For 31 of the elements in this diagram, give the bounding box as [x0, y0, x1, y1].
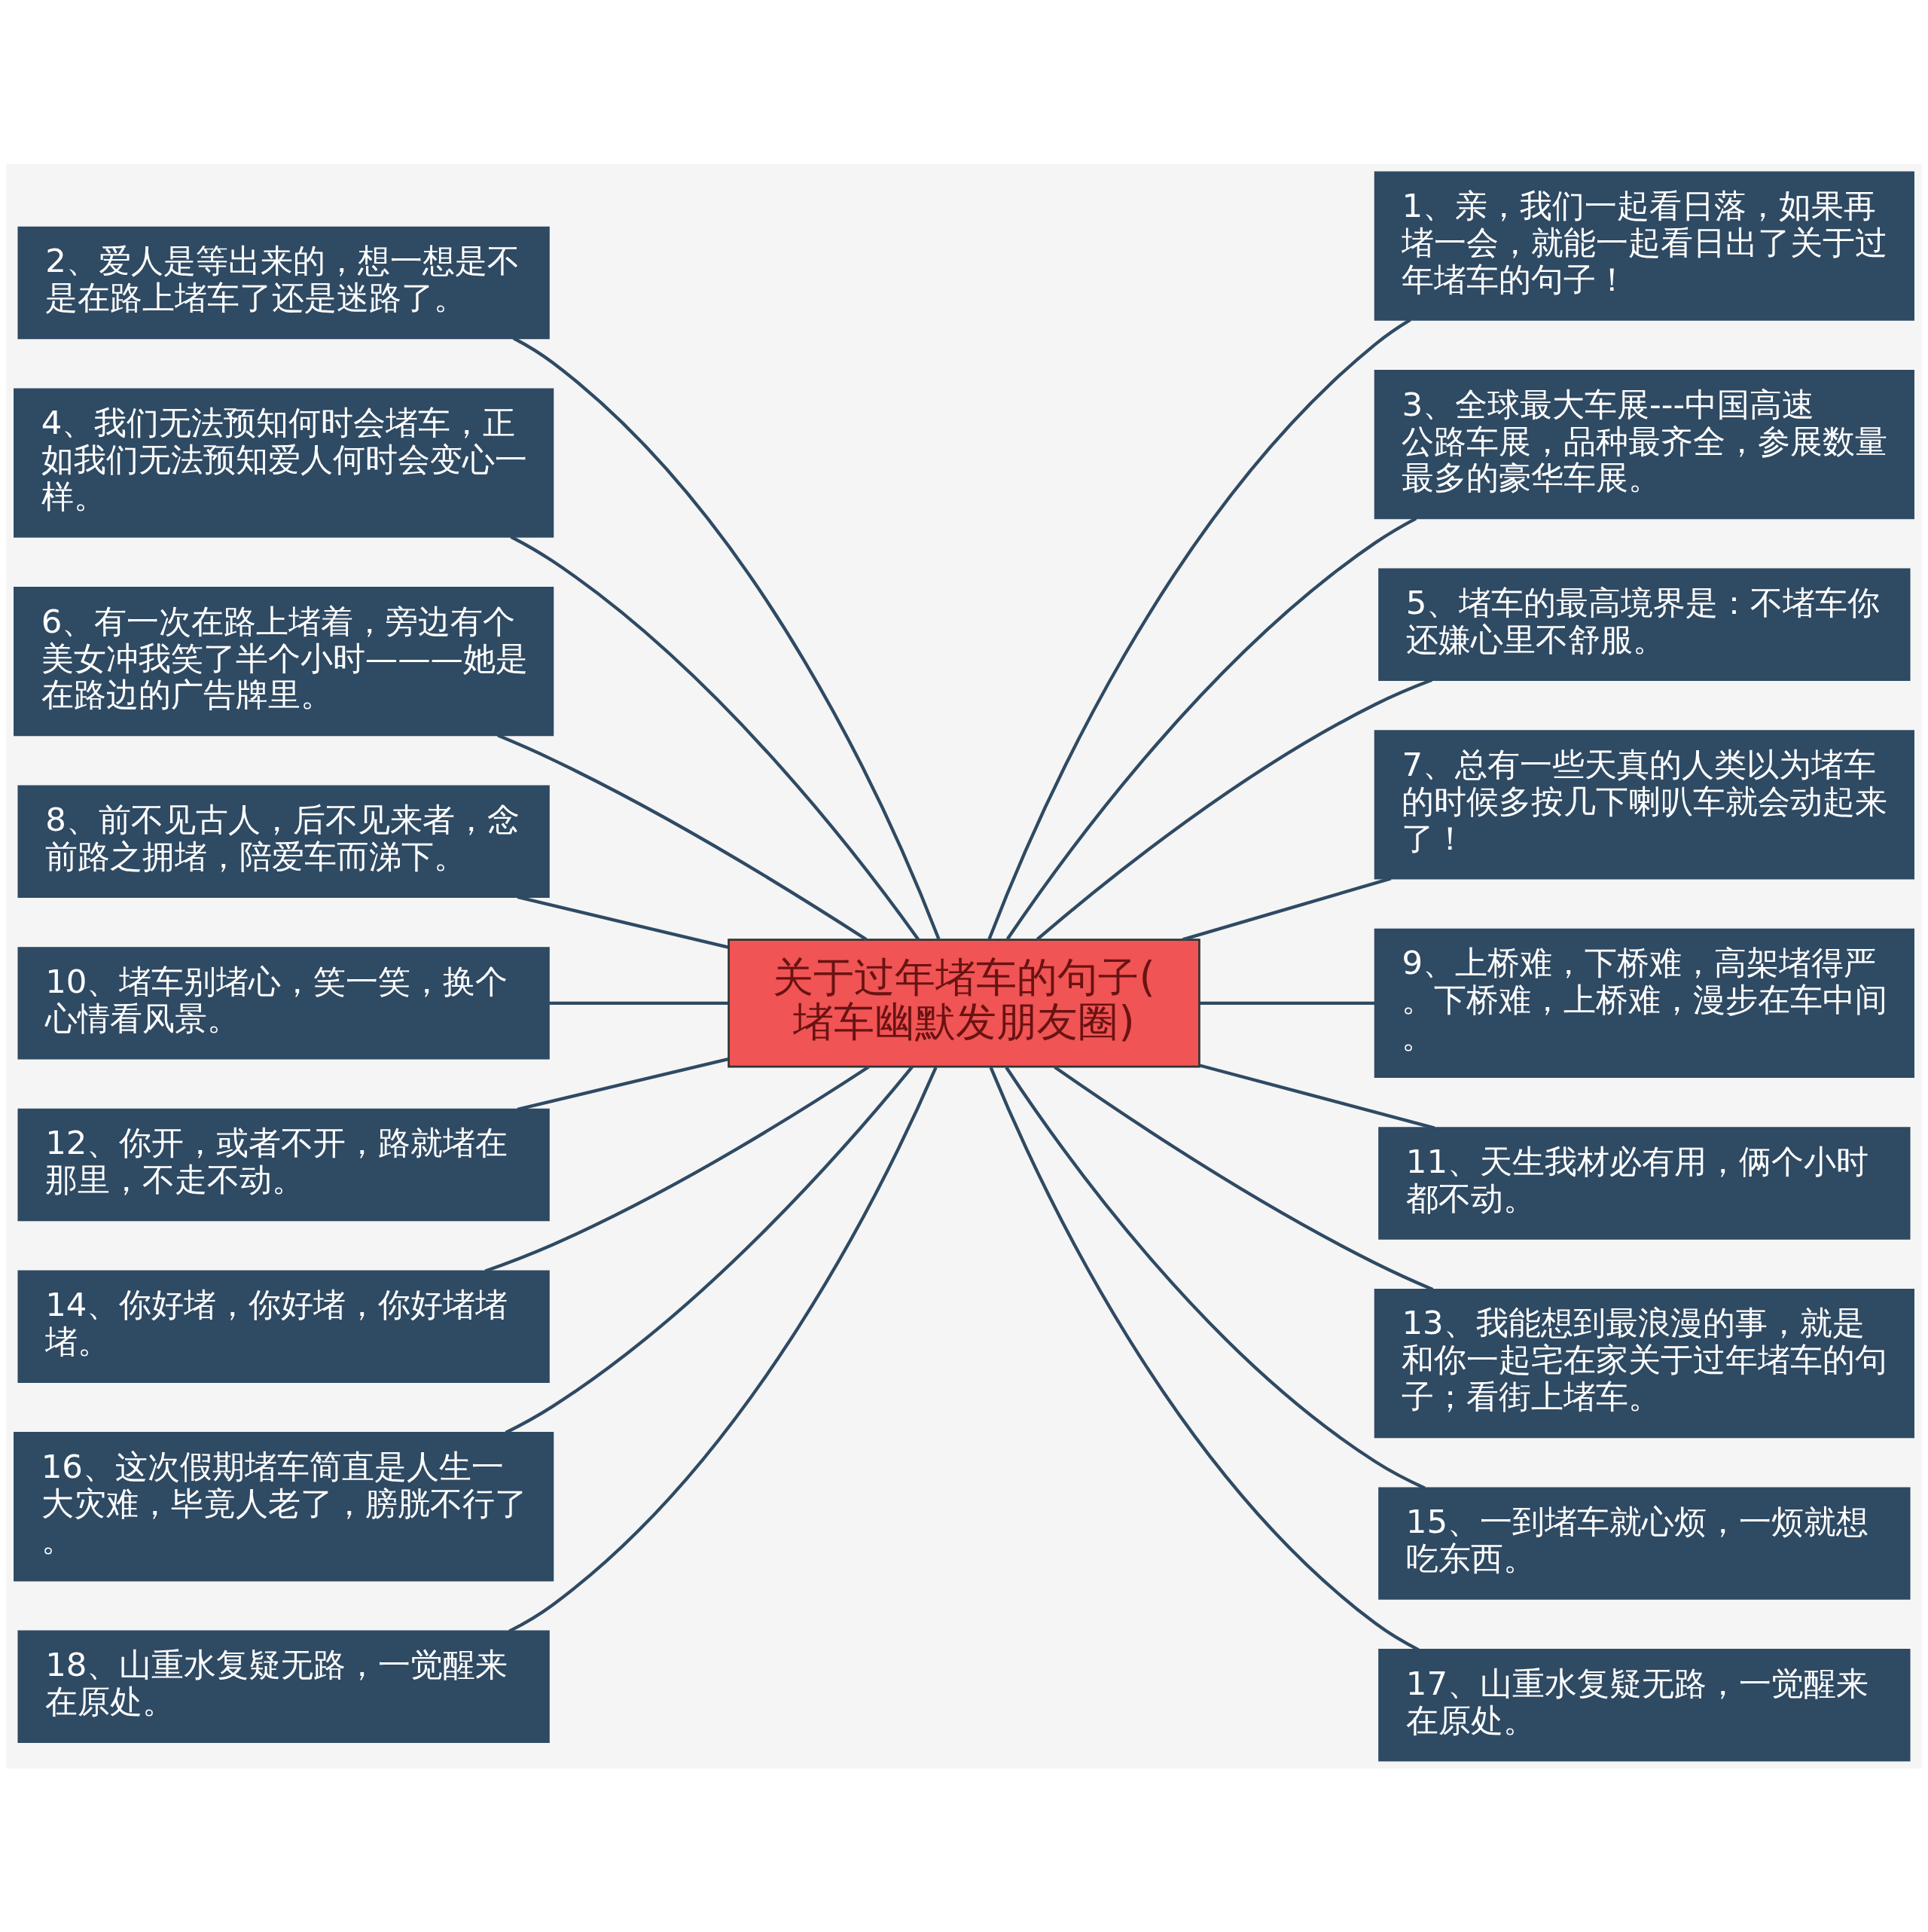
connector: [549, 1001, 729, 1005]
node-box: 17、山重水复疑无路，一觉醒来在原处。: [1378, 1648, 1911, 1761]
connector: [484, 1065, 870, 1273]
node-box: 16、这次假期堵车简直是人生一大灾难，毕竟人老了，膀胱不行了。: [14, 1431, 554, 1581]
connector: [505, 1065, 914, 1434]
connector: [989, 1066, 1420, 1651]
connector: [517, 1057, 729, 1111]
node-box: 14、你好堵，你好堵，你好堵堵堵。: [17, 1269, 550, 1383]
node-box: 13、我能想到最浪漫的事，就是和你一起宅在家关于过年堵车的句子；看街上堵车。: [1374, 1288, 1914, 1438]
node-box: 10、堵车别堵心，笑一笑，换个心情看风景。: [17, 946, 550, 1060]
node-box: 12、你开，或者不开，路就堵在那里，不走不动。: [17, 1108, 550, 1221]
node-box: 7、总有一些天真的人类以为堵车的时候多按几下喇叭车就会动起来了！: [1374, 729, 1914, 880]
node-box: 11、天生我材必有用，俩个小时都不动。: [1378, 1126, 1911, 1240]
connector: [1199, 1063, 1435, 1130]
connector: [1200, 1001, 1375, 1005]
node-box: 2、爱人是等出来的，想一想是不是在路上堵车了还是迷路了。: [17, 226, 550, 339]
node-box: 3、全球最大车展---中国高速公路车展，品种最齐全，参展数量最多的豪华车展。: [1374, 369, 1914, 519]
node-box: 4、我们无法预知何时会堵车，正如我们无法预知爱人何时会变心一样。: [14, 388, 554, 538]
node-box: 9、上桥难，下桥难，高架堵得严。下桥难，上桥难，漫步在车中间。: [1374, 928, 1914, 1078]
node-box: 1、亲，我们一起看日落，如果再堵一会，就能一起看日出了关于过年堵车的句子！: [1374, 171, 1914, 321]
connector: [508, 1066, 938, 1633]
connector: [510, 535, 920, 941]
node-box: 18、山重水复疑无路，一觉醒来在原处。: [17, 1630, 550, 1743]
node-box: 15、一到堵车就心烦，一烦就想吃东西。: [1378, 1486, 1911, 1600]
connector: [1054, 1065, 1434, 1291]
connector: [1005, 1066, 1426, 1490]
node-box: 5、堵车的最高境界是：不堵车你还嫌心里不舒服。: [1378, 568, 1911, 681]
node-box: 关于过年堵车的句子(堵车幽默发朋友圈): [728, 938, 1200, 1067]
node-box: 8、前不见古人，后不见来者，念前路之拥堵，陪爱车而涕下。: [17, 785, 550, 898]
node-box: 6、有一次在路上堵着，旁边有个美女冲我笑了半个小时———她是在路边的广告牌里。: [14, 586, 554, 736]
connector: [987, 318, 1411, 940]
